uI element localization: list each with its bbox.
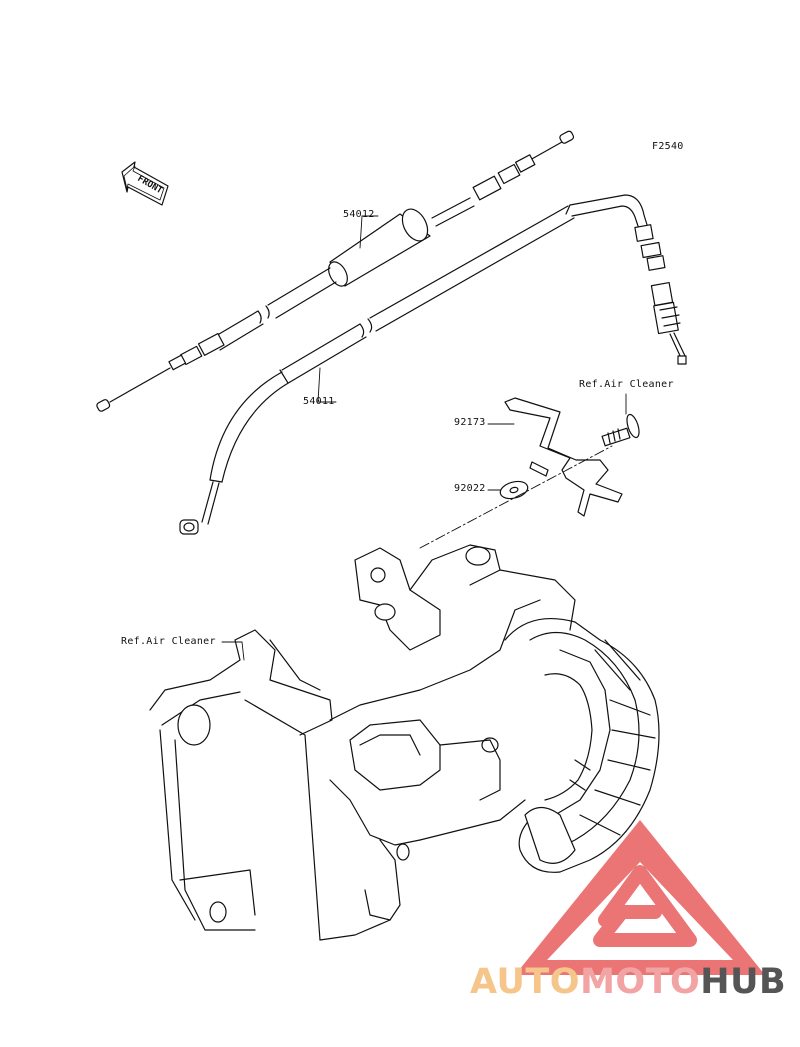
callout-ref-air-cleaner-top: Ref.Air Cleaner — [579, 379, 674, 390]
front-arrow-icon: FRONT — [121, 161, 169, 206]
watermark-part-auto: AUTO — [470, 962, 581, 1002]
cable-clamp-92173 — [504, 397, 623, 517]
washer-92022 — [499, 480, 529, 500]
watermark-text: AUTOMOTOHUB — [470, 962, 786, 1002]
figure-code-label: F2540 — [652, 141, 684, 152]
watermark-logo-icon — [515, 820, 765, 975]
watermark-part-moto: MOTO — [580, 962, 701, 1002]
callout-92022: 92022 — [454, 483, 486, 494]
callout-54011: 54011 — [303, 396, 335, 407]
leader-lines — [221, 215, 627, 661]
callout-92173: 92173 — [454, 417, 486, 428]
watermark-part-hub: HUB — [700, 962, 787, 1002]
callout-ref-air-cleaner-left: Ref.Air Cleaner — [121, 636, 216, 647]
air-cleaner-housing — [149, 544, 660, 941]
bolt — [601, 413, 640, 447]
callout-54012: 54012 — [343, 209, 375, 220]
throttle-cable-54012 — [96, 130, 575, 412]
throttle-cable-54011 — [179, 194, 687, 535]
